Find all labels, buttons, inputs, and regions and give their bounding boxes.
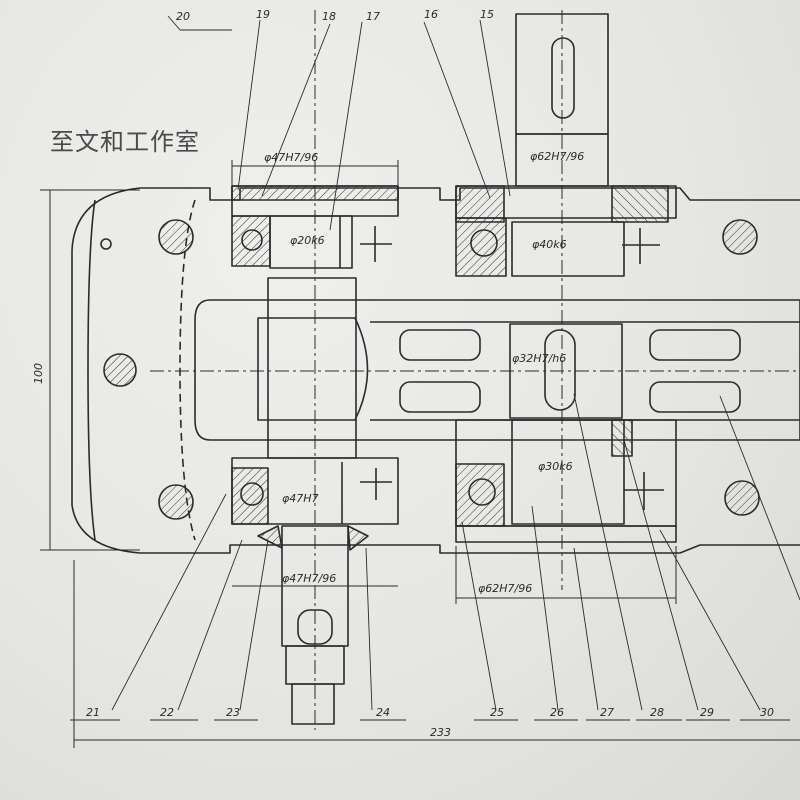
part-18: 18: [322, 10, 336, 23]
part-21: 21: [86, 706, 100, 719]
dim-d4: φ40k6: [532, 238, 567, 251]
part-22: 22: [160, 706, 174, 719]
dim-d2: φ62H7/96: [530, 150, 584, 163]
gear-casing: [194, 299, 800, 441]
part-27: 27: [600, 706, 614, 719]
part-29: 29: [700, 706, 714, 719]
part-20: 20: [176, 10, 190, 23]
dim-height: 100: [32, 363, 45, 384]
dim-width: 233: [430, 726, 451, 739]
part-15: 15: [480, 8, 494, 21]
dim-d5: φ32H7/h6: [512, 352, 566, 365]
part-17: 17: [366, 10, 380, 23]
part-23: 23: [226, 706, 240, 719]
watermark-text: 至文和工作室: [50, 128, 200, 156]
part-19: 19: [256, 8, 270, 21]
part-16: 16: [424, 8, 438, 21]
part-25: 25: [490, 706, 504, 719]
part-number-labels: 20 19 18 17 16 15 21 22 23 24 25 26 27 2…: [86, 8, 774, 719]
part-28: 28: [650, 706, 664, 719]
part-24: 24: [376, 706, 390, 719]
dim-d8: φ47H7/96: [282, 572, 336, 585]
bolts: [100, 219, 760, 520]
dim-d7: φ47H7: [282, 492, 319, 505]
dim-d3: φ20k6: [290, 234, 325, 247]
dim-d9: φ62H7/96: [478, 582, 532, 595]
part-30: 30: [760, 706, 774, 719]
part-26: 26: [550, 706, 564, 719]
dim-d6: φ30k6: [538, 460, 573, 473]
dim-d1: φ47H7/96: [264, 151, 318, 164]
housing-outline: [71, 187, 800, 554]
